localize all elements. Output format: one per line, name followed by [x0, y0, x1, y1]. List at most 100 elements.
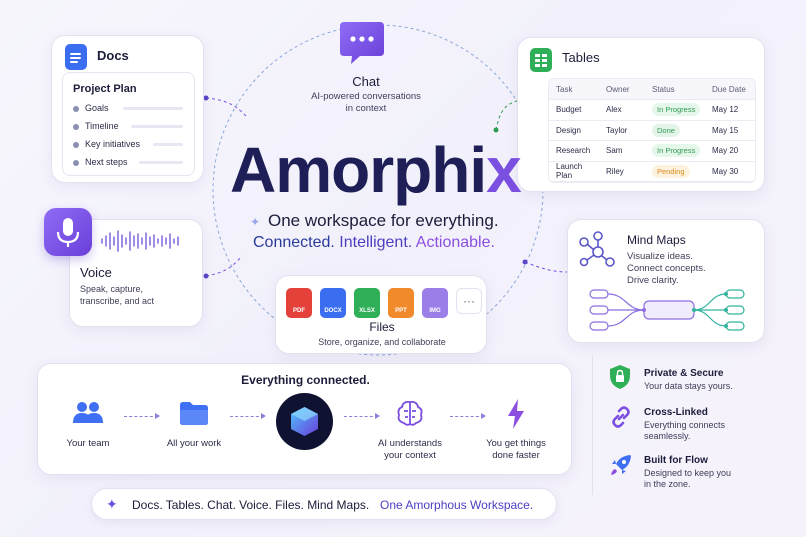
feature-desc: Everything connects — [644, 420, 726, 430]
feature-desc: in the zone. — [644, 479, 691, 489]
doc-preview: Project Plan Goals Timeline Key initiati… — [62, 72, 195, 176]
flow-step-label: Your team — [66, 438, 110, 449]
files-title: Files — [369, 320, 395, 334]
column-header: Status — [645, 79, 705, 100]
chat-title: Chat — [352, 74, 380, 89]
tables-card[interactable]: Tables Task Owner Status Due Date Budget… — [517, 37, 765, 192]
sub-tagline: Connected. Intelligent. Actionable. — [253, 234, 495, 252]
voice-desc-line1: Speak, capture, — [80, 284, 144, 294]
img-file-icon: IMG — [422, 288, 448, 318]
features-panel: Private & Secure Your data stays yours. … — [592, 355, 792, 495]
table-row[interactable]: Budget Alex In Progress May 12 — [549, 99, 755, 121]
footer-tagline: One Amorphous Workspace. — [380, 498, 534, 512]
flow-arrow — [450, 413, 486, 419]
chat-icon — [338, 20, 386, 66]
voice-desc-line2: transcribe, and act — [80, 296, 155, 306]
doc-item: Goals — [85, 103, 109, 113]
table-cell: May 20 — [705, 140, 755, 162]
link-icon — [609, 405, 633, 429]
sparkle-icon: ✦ — [250, 215, 261, 229]
folder-icon — [178, 399, 210, 427]
flow-arrow — [124, 413, 160, 419]
flow-heading: Everything connected. — [241, 373, 370, 387]
mindmaps-title: Mind Maps — [627, 233, 686, 247]
ppt-file-icon: PPT — [388, 288, 414, 318]
docs-title: Docs — [97, 48, 129, 63]
table-icon — [530, 48, 552, 72]
flow-step-label: All your work — [166, 438, 222, 449]
table-cell: Alex — [599, 99, 645, 121]
feature-title: Built for Flow — [644, 455, 708, 466]
flow-arrow — [344, 413, 380, 419]
brand-accent: x — [486, 134, 522, 206]
chat-desc-line1: AI-powered conversations — [311, 91, 421, 102]
microphone-icon — [44, 208, 92, 256]
flow-card: Everything connected. Your team All your… — [37, 363, 572, 475]
feature-title: Private & Secure — [644, 368, 724, 379]
table-row[interactable]: Design Taylor Done May 15 — [549, 120, 755, 141]
table-cell: Launch Plan — [549, 161, 599, 182]
files-card[interactable]: PDF DOCX XLSX PPT IMG ··· Files Store, o… — [275, 275, 487, 354]
network-icon — [576, 228, 616, 268]
more-files-button[interactable]: ··· — [456, 288, 482, 314]
brand-name: Amorphi — [230, 134, 487, 206]
column-header: Task — [549, 79, 599, 100]
sparkle-icon: ✦ — [106, 496, 118, 512]
ai-core-icon — [276, 393, 333, 450]
feature-desc: seamlessly. — [644, 431, 691, 441]
tagline: One workspace for everything. — [268, 211, 499, 230]
docx-file-icon: DOCX — [320, 288, 346, 318]
mindmaps-card[interactable]: Mind Maps Visualize ideas. Connect conce… — [567, 219, 765, 343]
sub-tagline-actionable: Actionable. — [415, 234, 495, 251]
docs-card[interactable]: Docs Project Plan Goals Timeline Key ini… — [51, 35, 204, 183]
lightning-icon — [504, 397, 528, 431]
feature-title: Cross-Linked — [644, 407, 708, 418]
table-cell: May 12 — [705, 99, 755, 121]
voice-title: Voice — [80, 265, 112, 280]
doc-item: Key initiatives — [85, 139, 141, 149]
tables-grid: Task Owner Status Due Date Budget Alex I… — [548, 78, 756, 183]
waveform-icon — [100, 228, 190, 254]
rocket-icon — [608, 452, 634, 478]
files-desc: Store, organize, and collaborate — [318, 337, 446, 347]
footer-banner: ✦ Docs. Tables. Chat. Voice. Files. Mind… — [91, 488, 557, 520]
pdf-file-icon: PDF — [286, 288, 312, 318]
status-badge: Done — [652, 123, 680, 137]
column-header: Due Date — [705, 79, 755, 100]
status-badge: In Progress — [652, 144, 701, 158]
table-cell: Design — [549, 120, 599, 141]
shield-icon — [607, 363, 633, 391]
team-icon — [71, 399, 105, 427]
table-row[interactable]: Research Sam In Progress May 20 — [549, 140, 755, 162]
sub-tagline-connected: Connected. — [253, 234, 340, 251]
column-header: Owner — [599, 79, 645, 100]
document-icon — [65, 44, 87, 70]
table-cell: May 30 — [705, 161, 755, 182]
doc-item: Timeline — [85, 121, 119, 131]
table-cell: May 15 — [705, 120, 755, 141]
tables-title: Tables — [562, 50, 600, 65]
doc-preview-title: Project Plan — [73, 83, 137, 95]
table-cell: Riley — [599, 161, 645, 182]
chat-desc-line2: in context — [345, 103, 387, 114]
mindmaps-desc-line2: Connect concepts. — [627, 263, 706, 274]
doc-item: Next steps — [85, 157, 128, 167]
table-cell: Taylor — [599, 120, 645, 141]
brand-logo: Amorphix — [230, 132, 550, 208]
xlsx-file-icon: XLSX — [354, 288, 380, 318]
table-row[interactable]: Launch Plan Riley Pending May 30 — [549, 161, 755, 182]
mindmaps-desc-line1: Visualize ideas. — [627, 251, 693, 262]
table-cell: Research — [549, 140, 599, 162]
mindmap-diagram — [586, 286, 756, 336]
flow-arrow — [230, 413, 266, 419]
feature-desc: Your data stays yours. — [644, 381, 733, 391]
brain-icon — [394, 397, 426, 429]
table-cell: Sam — [599, 140, 645, 162]
footer-features: Docs. Tables. Chat. Voice. Files. Mind M… — [132, 498, 370, 512]
table-header-row: Task Owner Status Due Date — [549, 79, 755, 100]
feature-desc: Designed to keep you — [644, 468, 732, 478]
status-badge: Pending — [652, 164, 690, 178]
status-badge: In Progress — [652, 103, 701, 117]
